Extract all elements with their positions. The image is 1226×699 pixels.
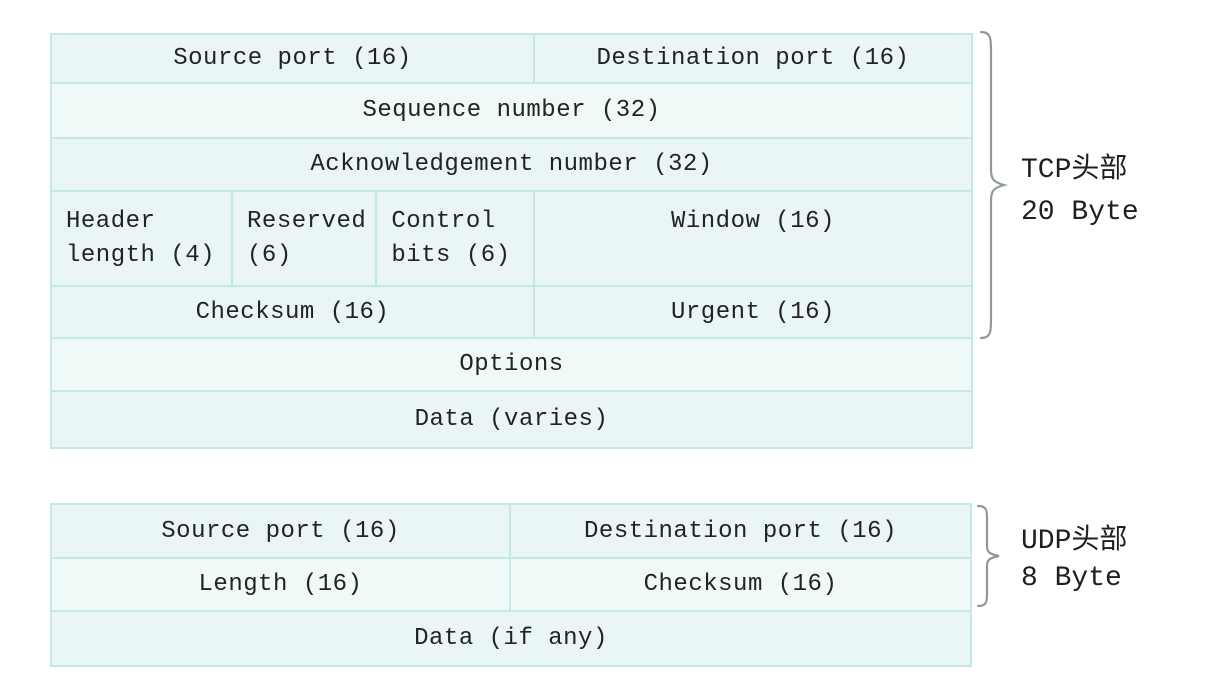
tcp-row-options: Options bbox=[52, 339, 971, 392]
tcp-cell-destination-port: Destination port (16) bbox=[534, 35, 971, 82]
tcp-row-sequence: Sequence number (32) bbox=[52, 84, 971, 139]
tcp-cell-reserved: Reserved (6) bbox=[233, 192, 378, 285]
udp-cell-length: Length (16) bbox=[52, 559, 511, 610]
tcp-row-checksum: Checksum (16) Urgent (16) bbox=[52, 287, 971, 339]
tcp-row-data: Data (varies) bbox=[52, 392, 971, 447]
tcp-cell-sequence-number: Sequence number (32) bbox=[52, 84, 971, 137]
tcp-cell-header-length: Header length (4) bbox=[52, 192, 234, 285]
tcp-cell-window: Window (16) bbox=[534, 192, 971, 285]
udp-annotation-size: 8 Byte bbox=[1021, 563, 1122, 594]
tcp-annotation: TCP头部 20 Byte bbox=[1021, 150, 1139, 234]
tcp-row-ports: Source port (16) Destination port (16) bbox=[52, 35, 971, 84]
tcp-cell-data: Data (varies) bbox=[52, 392, 971, 447]
tcp-row-flags: Header length (4) Reserved (6) Control b… bbox=[52, 192, 971, 287]
tcp-row-acknowledgement: Acknowledgement number (32) bbox=[52, 139, 971, 192]
udp-row-length-checksum: Length (16) Checksum (16) bbox=[52, 559, 970, 612]
udp-row-ports: Source port (16) Destination port (16) bbox=[52, 505, 970, 559]
udp-annotation-title: UDP头部 bbox=[1021, 526, 1128, 557]
tcp-annotation-title: TCP头部 bbox=[1021, 155, 1128, 186]
udp-cell-destination-port: Destination port (16) bbox=[511, 505, 970, 557]
tcp-cell-checksum: Checksum (16) bbox=[52, 287, 535, 337]
tcp-header-table: Source port (16) Destination port (16) S… bbox=[50, 33, 973, 449]
udp-cell-data: Data (if any) bbox=[52, 612, 970, 665]
tcp-cell-urgent: Urgent (16) bbox=[534, 287, 971, 337]
tcp-cell-acknowledgement-number: Acknowledgement number (32) bbox=[52, 139, 971, 190]
tcp-cell-source-port: Source port (16) bbox=[52, 35, 535, 82]
udp-annotation: UDP头部 8 Byte bbox=[1021, 523, 1127, 597]
tcp-curly-brace-icon bbox=[976, 29, 1010, 341]
tcp-annotation-size: 20 Byte bbox=[1021, 197, 1139, 228]
tcp-cell-control-bits: Control bits (6) bbox=[377, 192, 535, 285]
udp-cell-checksum: Checksum (16) bbox=[511, 559, 970, 610]
tcp-cell-options: Options bbox=[52, 339, 971, 390]
udp-curly-brace-icon bbox=[974, 504, 1004, 608]
udp-cell-source-port: Source port (16) bbox=[52, 505, 511, 557]
udp-header-table: Source port (16) Destination port (16) L… bbox=[50, 503, 972, 667]
udp-row-data: Data (if any) bbox=[52, 612, 970, 665]
